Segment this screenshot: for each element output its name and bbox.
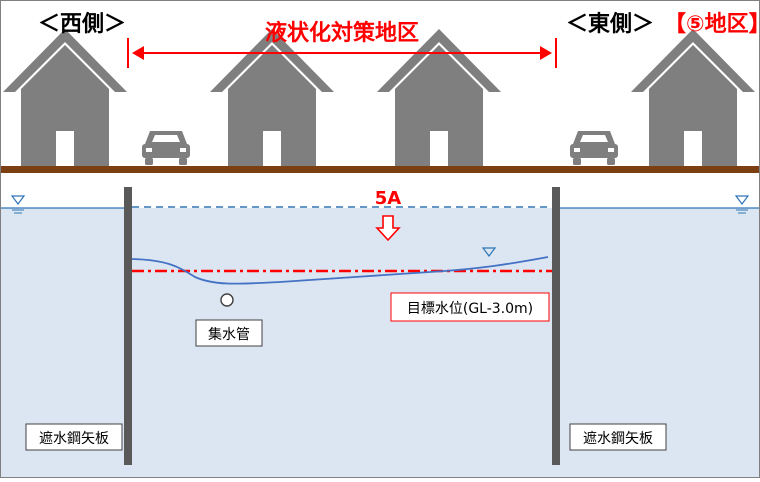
sheet-pile-label-east: 遮水鋼矢板 (583, 431, 653, 447)
span-arrow-head-left (132, 46, 144, 60)
collector-pipe-label: 集水管 (208, 326, 250, 343)
sheet-pile-box-east (569, 423, 667, 451)
target-level-box (390, 292, 550, 322)
house-icon (631, 29, 755, 167)
car-icon (570, 131, 618, 165)
span-arrow-head-right (540, 46, 552, 60)
ground-line (0, 166, 760, 173)
well-label: 5A (375, 188, 402, 209)
house-icon (3, 29, 127, 167)
water-level-icon (481, 247, 497, 257)
collector-pipe-icon (220, 293, 234, 307)
east-label: ＜東側＞ (566, 12, 654, 37)
sheet-pile-west (124, 187, 132, 465)
sheet-pile-east (552, 187, 560, 465)
car-icon (142, 131, 190, 165)
house-icon (210, 29, 334, 167)
groundwater-curve (131, 256, 549, 285)
water-level-icon (734, 195, 750, 214)
down-arrow-icon (375, 215, 401, 242)
target-level-label: 目標水位(GL-3.0m) (407, 301, 533, 317)
water-level-icon (10, 195, 26, 214)
collector-pipe-box (195, 319, 263, 347)
district-label: 【⑤地区】 (664, 12, 760, 37)
house-icon (377, 29, 501, 167)
west-label: ＜西側＞ (38, 12, 126, 37)
title-label: 液状化対策地区 (265, 20, 419, 46)
sheet-pile-label-west: 遮水鋼矢板 (39, 431, 109, 447)
sheet-pile-box-west (25, 423, 123, 451)
